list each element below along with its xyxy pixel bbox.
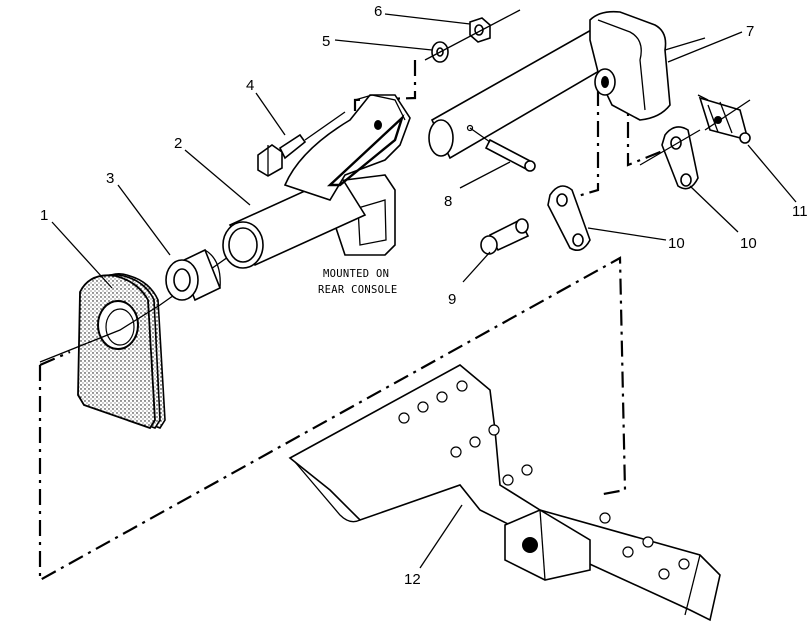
leader-lines <box>51 13 797 569</box>
callout-3: 3 <box>106 170 114 187</box>
part-10-link-plate-a <box>547 185 591 251</box>
part-6-nut <box>424 9 521 61</box>
part-9-clevis-pin <box>480 218 530 255</box>
callout-labels: 1 2 3 4 5 6 7 8 9 10 10 11 12 <box>40 3 808 588</box>
part-12-support-bracket <box>288 364 721 622</box>
callout-9: 9 <box>448 291 456 308</box>
part-3-bushing <box>165 248 222 302</box>
part-7-shaft-arm <box>428 10 706 160</box>
part-4-bolt <box>257 111 346 177</box>
callout-11: 11 <box>792 203 808 220</box>
note-line-2: REAR CONSOLE <box>318 284 397 296</box>
callout-5: 5 <box>322 33 330 50</box>
callout-10b: 10 <box>740 235 757 252</box>
callout-1: 1 <box>40 207 48 224</box>
part-1-bracket-plate <box>77 273 166 430</box>
part-8-pin <box>469 127 536 172</box>
callout-12: 12 <box>404 571 421 588</box>
note-line-1: MOUNTED ON <box>323 268 389 280</box>
callout-10a: 10 <box>668 235 685 252</box>
callout-7: 7 <box>746 23 754 40</box>
part-11-clip <box>697 94 751 144</box>
callout-2: 2 <box>174 135 182 152</box>
mounting-note: MOUNTED ON REAR CONSOLE <box>318 268 397 296</box>
bracket-holes <box>398 380 690 580</box>
callout-4: 4 <box>246 77 254 94</box>
part-2-tube-mount <box>222 94 411 269</box>
callout-8: 8 <box>444 193 452 210</box>
callout-6: 6 <box>374 3 382 20</box>
part-10-link-plate-b <box>639 126 701 190</box>
